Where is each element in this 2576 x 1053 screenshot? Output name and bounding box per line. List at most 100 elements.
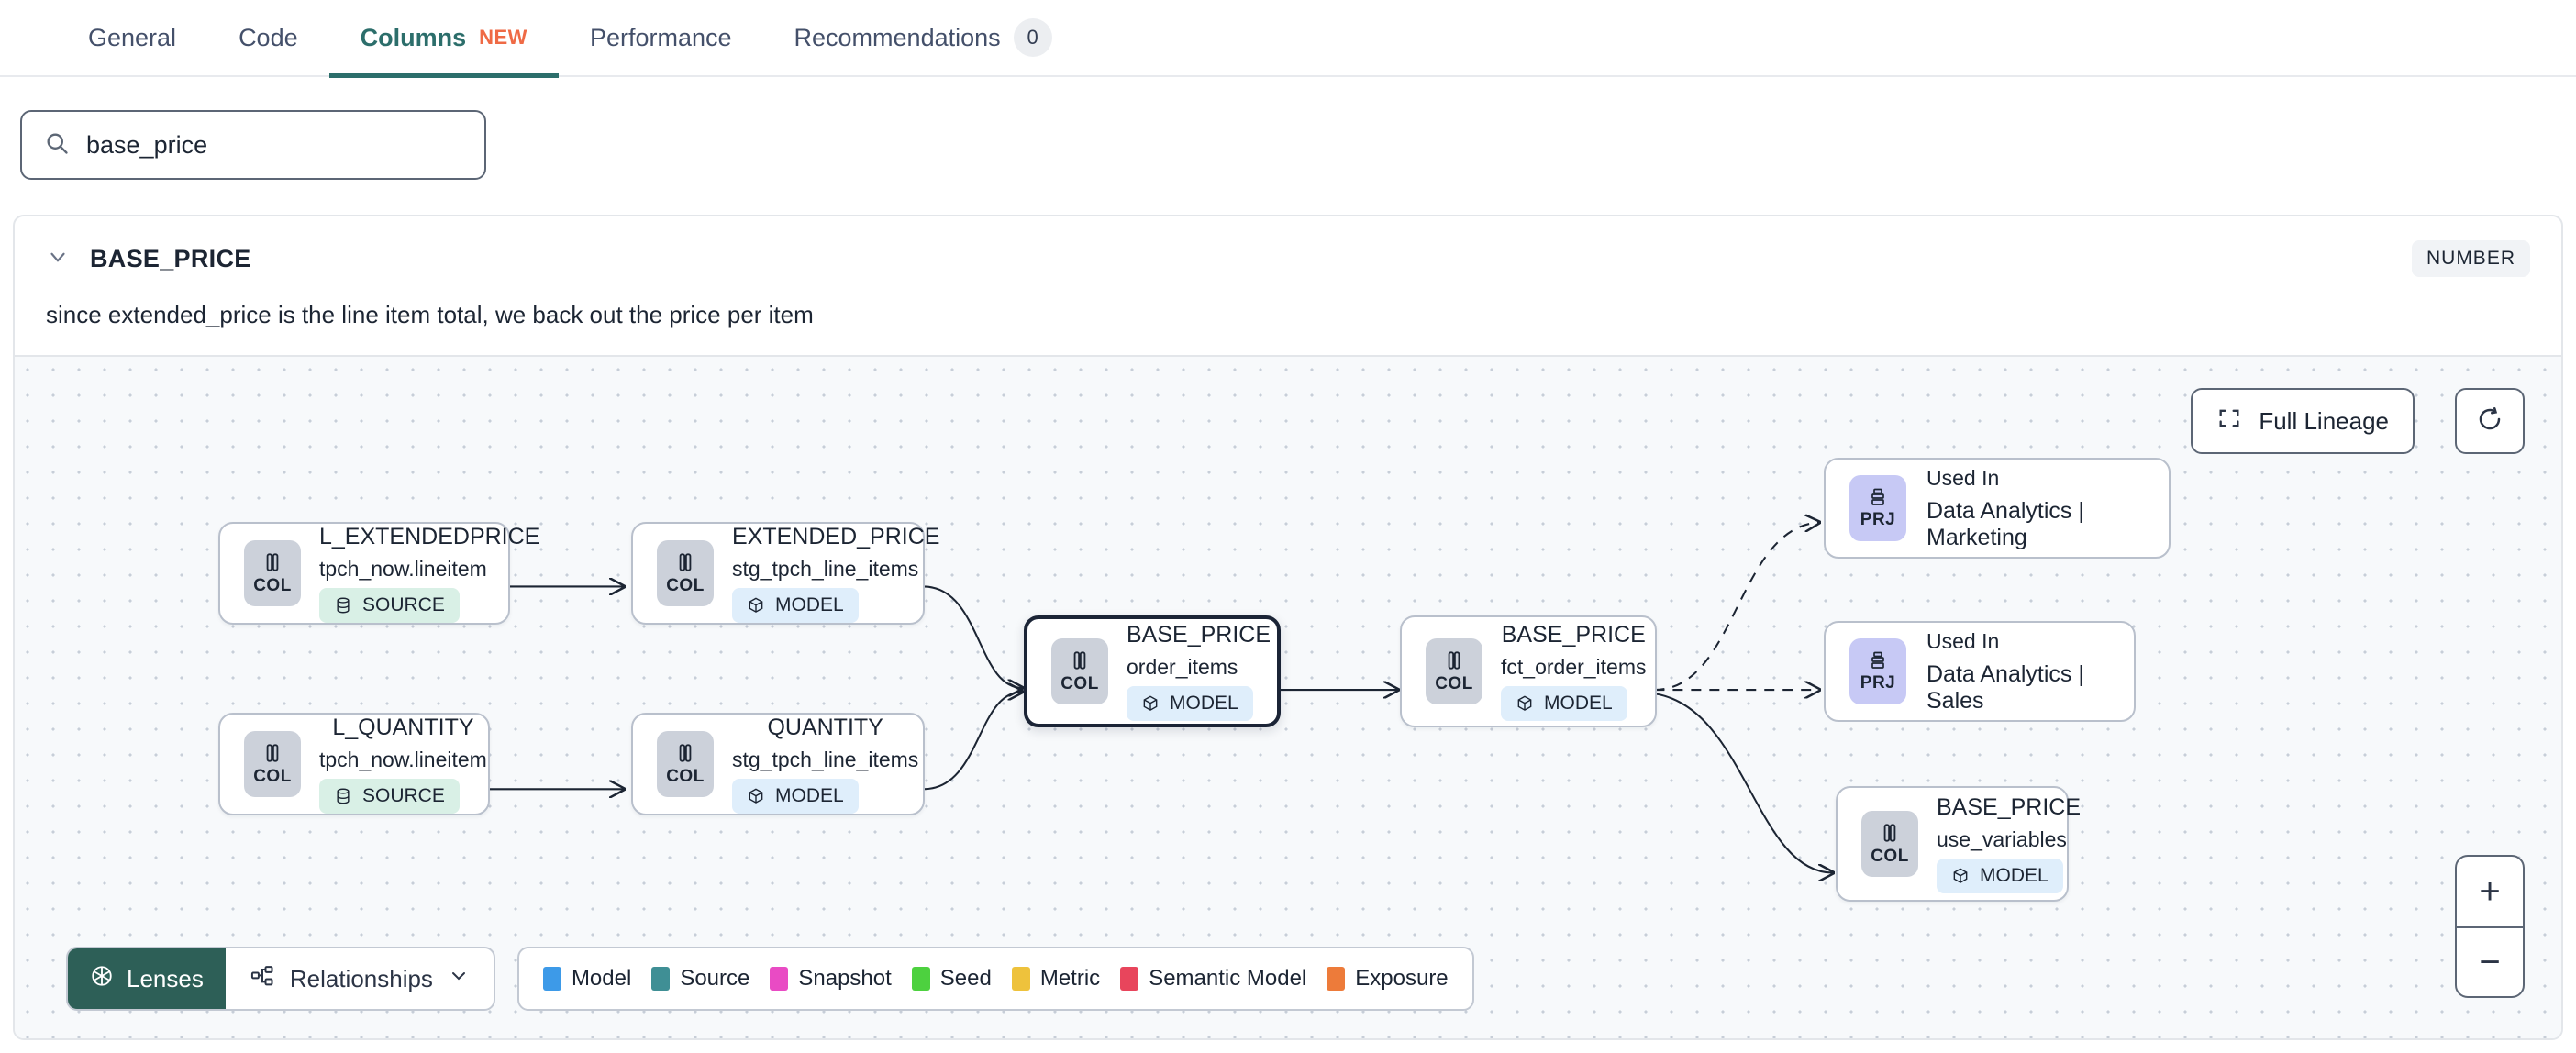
relationships-dropdown[interactable]: Relationships	[226, 948, 494, 1009]
node-title: L_EXTENDEDPRICE	[319, 524, 540, 549]
legend-item-exposure: Exposure	[1327, 966, 1449, 992]
legend-item-seed: Seed	[911, 966, 992, 992]
tab-recommendations[interactable]: Recommendations 0	[763, 0, 1083, 76]
project-name: Data Analytics | Marketing	[1926, 497, 2084, 550]
cube-icon	[749, 788, 763, 804]
node-title: BASE_PRICE	[1501, 622, 1646, 648]
column-card: BASE_PRICE NUMBER since extended_price i…	[13, 215, 2563, 1040]
lenses-label: Lenses	[127, 964, 204, 992]
column-icon	[1448, 651, 1460, 670]
lenses-group: Lenses Relationships	[66, 947, 495, 1011]
tab-code[interactable]: Code	[207, 0, 329, 76]
aperture-icon	[90, 964, 114, 994]
legend-item-snapshot: Snapshot	[770, 966, 892, 992]
node-subtitle: stg_tpch_line_items	[732, 748, 919, 771]
node-subtitle: tpch_now.lineitem	[319, 748, 487, 771]
full-lineage-label: Full Lineage	[2259, 406, 2389, 435]
kind-label: COL	[1060, 674, 1099, 693]
column-kind-badge: COL	[244, 540, 301, 606]
zoom-out-button[interactable]: −	[2457, 926, 2523, 996]
kind-label: COL	[253, 576, 292, 595]
new-badge: NEW	[479, 26, 527, 49]
lineage-node-base-price-order-items[interactable]: COL BASE_PRICE order_items MODEL	[1024, 615, 1281, 727]
lineage-bottom-bar: Lenses Relationships	[66, 947, 1474, 1011]
legend-label: Exposure	[1355, 966, 1449, 991]
project-icon	[1871, 651, 1884, 669]
search-icon	[44, 130, 70, 161]
project-name: Data Analytics | Sales	[1926, 660, 2084, 714]
zoom-in-button[interactable]: +	[2479, 870, 2501, 912]
tab-label: Code	[239, 23, 298, 51]
tab-label: General	[88, 23, 177, 51]
lineage-node-l-extendedprice[interactable]: COL L_EXTENDEDPRICE tpch_now.lineitem SO…	[218, 522, 539, 625]
tag-label: SOURCE	[362, 785, 445, 806]
column-header: BASE_PRICE NUMBER	[15, 216, 2561, 277]
node-tag-model: MODEL	[1127, 686, 1253, 721]
node-title: BASE_PRICE	[1127, 622, 1271, 648]
column-kind-badge: COL	[1051, 638, 1108, 704]
node-tag-model: MODEL	[1937, 859, 2063, 893]
tab-bar: General Code Columns NEW Performance Rec…	[0, 0, 2576, 78]
column-icon	[266, 553, 279, 571]
lineage-edges	[489, 357, 2561, 1038]
lineage-node-l-quantity[interactable]: COL L_QUANTITY tpch_now.lineitem SOURCE	[218, 713, 490, 815]
search-input[interactable]: base_price	[20, 110, 486, 180]
node-title: L_QUANTITY	[332, 715, 474, 740]
kind-label: COL	[666, 767, 705, 786]
column-icon	[1073, 651, 1086, 670]
project-kind-badge: PRJ	[1849, 475, 1906, 541]
cube-icon	[1953, 868, 1968, 883]
legend-item-source: Source	[651, 966, 749, 992]
column-kind-badge: COL	[1861, 811, 1918, 877]
project-kind-badge: PRJ	[1849, 638, 1906, 704]
tag-label: MODEL	[1170, 693, 1238, 714]
refresh-icon	[2476, 405, 2504, 438]
node-tag-source: SOURCE	[319, 779, 460, 814]
legend-swatch	[911, 967, 930, 991]
legend-swatch	[1120, 967, 1139, 991]
lineage-node-base-price-fct-order-items[interactable]: COL BASE_PRICE fct_order_items MODEL	[1400, 615, 1657, 727]
tab-columns[interactable]: Columns NEW	[328, 0, 560, 78]
lineage-node-base-price-use-variables[interactable]: COL BASE_PRICE use_variables MODEL	[1836, 786, 2081, 902]
tab-general[interactable]: General	[57, 0, 207, 76]
lineage-node-extended-price[interactable]: COL EXTENDED_PRICE stg_tpch_line_items M…	[631, 522, 939, 625]
tab-performance[interactable]: Performance	[559, 0, 763, 76]
database-icon	[337, 788, 350, 804]
database-icon	[337, 597, 350, 614]
column-kind-badge: COL	[657, 731, 714, 797]
project-used-in-label: Used In	[1926, 465, 2000, 490]
kind-label: COL	[666, 576, 705, 595]
lenses-button[interactable]: Lenses	[68, 948, 226, 1009]
column-name: BASE_PRICE	[90, 244, 251, 272]
kind-label: PRJ	[1860, 673, 1896, 693]
legend-label: Snapshot	[798, 966, 892, 991]
legend-item-metric: Metric	[1011, 966, 1100, 992]
lineage-node-project-marketing[interactable]: PRJ Used In Data Analytics | Marketing	[1824, 458, 2171, 559]
node-title: EXTENDED_PRICE	[732, 524, 940, 549]
kind-label: COL	[1435, 674, 1473, 693]
tab-label: Recommendations	[794, 23, 1001, 51]
tag-label: MODEL	[1980, 865, 2049, 886]
chevron-down-icon[interactable]	[46, 245, 70, 272]
node-tag-model: MODEL	[732, 588, 859, 623]
tab-label: Performance	[589, 23, 732, 51]
node-subtitle: stg_tpch_line_items	[732, 557, 919, 581]
refresh-button[interactable]	[2455, 388, 2525, 454]
legend-label: Model	[571, 966, 632, 991]
lineage-node-quantity[interactable]: COL QUANTITY stg_tpch_line_items MODEL	[631, 713, 925, 815]
node-tag-source: SOURCE	[319, 588, 460, 623]
lineage-canvas[interactable]: COL L_EXTENDEDPRICE tpch_now.lineitem SO…	[15, 355, 2561, 1038]
legend-item-semantic-model: Semantic Model	[1120, 966, 1306, 992]
zoom-controls[interactable]: + −	[2455, 855, 2525, 998]
tag-label: MODEL	[1544, 693, 1613, 714]
column-icon	[266, 744, 279, 762]
full-lineage-button[interactable]: Full Lineage	[2191, 388, 2415, 454]
tag-label: MODEL	[775, 594, 844, 615]
node-title: QUANTITY	[767, 715, 883, 740]
node-subtitle: order_items	[1127, 655, 1238, 679]
legend-swatch	[770, 967, 789, 991]
lineage-node-project-sales[interactable]: PRJ Used In Data Analytics | Sales	[1824, 621, 2136, 722]
column-icon	[679, 744, 692, 762]
cube-icon	[749, 597, 763, 613]
legend-swatch	[542, 967, 561, 991]
